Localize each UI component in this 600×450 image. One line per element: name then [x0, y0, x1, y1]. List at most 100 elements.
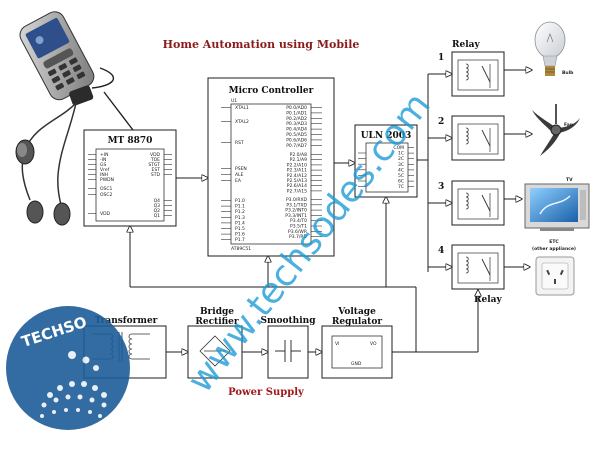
appliance-arrows [504, 70, 532, 267]
mt8870-pin-label: STD [151, 172, 161, 178]
uln2003-pin-label: COM [393, 145, 404, 151]
etc-label: ETC [549, 239, 559, 245]
micro-pin-label: P2.5/A13 [287, 178, 307, 184]
relay-coil [465, 127, 469, 145]
micro-pin-label: P1.3 [235, 215, 245, 221]
micro-controller-label: Micro Controller [229, 86, 314, 96]
mt8870-pin-label: TOE [150, 157, 160, 163]
rectifier-label-2: Rectifier [195, 317, 239, 327]
mobile-phone-icon [19, 11, 114, 101]
uln2003-pin-label: 6C [398, 179, 404, 185]
micro-pin-label: P2.2/A10 [287, 162, 307, 168]
micro-pin-label: P1.6 [235, 232, 245, 238]
micro-pin-label: RST [235, 140, 244, 146]
relay-switch [481, 194, 491, 212]
relays: 1 2 3 4 [438, 51, 505, 290]
micro-pin-label: P3.1/TXD [286, 202, 307, 208]
mt8870-pin-label: Q4 [154, 198, 161, 204]
regulator-label-2: Regulator [332, 317, 382, 327]
bulb-icon [534, 21, 566, 76]
micro-pin-label: P2.0/A8 [290, 152, 307, 158]
relay-switch [481, 129, 491, 147]
tv-icon [524, 183, 590, 231]
uln2003-pin-label: 1C [398, 151, 404, 157]
relay-number: 4 [438, 246, 444, 256]
earphones-icon [15, 85, 152, 226]
micro-ref: U1 [231, 98, 237, 104]
relay-inner [457, 252, 499, 284]
micro-pin-label: P3.0/RXD [286, 197, 308, 203]
relay-bus-lines [417, 74, 452, 272]
uln2003-pin-label: 5C [398, 173, 404, 179]
regulator-gnd: GND [351, 361, 362, 367]
micro-pin-label: P2.3/A11 [287, 168, 307, 174]
mt8870-pin-label: Q3 [154, 203, 161, 209]
micro-pin-label: P2.4/A12 [287, 173, 307, 179]
fan-label: Fan [564, 122, 573, 128]
micro-pin-label: P2.7/A15 [287, 188, 307, 194]
relay-inner [457, 188, 499, 220]
diagram-title: Home Automation using Mobile [163, 38, 360, 51]
micro-pin-label: EA [235, 178, 242, 184]
micro-pin-label: P2.6/A14 [287, 183, 307, 189]
micro-pin-label: P1.0 [235, 198, 245, 204]
mt8870-pin-label: STGT [148, 162, 160, 168]
relay-inner [457, 59, 499, 91]
micro-pin-label: P0.7/AD7 [286, 143, 307, 149]
micro-pin-label: P0.5/AD5 [286, 132, 307, 138]
relay-coil [465, 256, 469, 274]
micro-pin-label: P0.3/AD3 [286, 121, 307, 127]
power-supply-label: Power Supply [228, 387, 305, 398]
bulb-label: Bulb [562, 70, 574, 76]
relay-label-top: Relay [452, 40, 480, 50]
relay-2: 2 [438, 115, 505, 161]
uln2003-pin-label: 2C [398, 156, 404, 162]
relay-coil [465, 192, 469, 210]
micro-pin-label: P0.0/AD0 [286, 105, 307, 111]
micro-pin-label: P1.7 [235, 237, 245, 243]
micro-pin-label: P0.4/AD4 [286, 127, 307, 133]
micro-pin-label: ALE [235, 172, 244, 178]
tv-label: TV [566, 177, 573, 183]
etc-sublabel: (other appliance) [532, 246, 576, 252]
mt8870-pin-label: INH [100, 172, 108, 178]
micro-pin-label: XTAL2 [235, 119, 249, 125]
mt8870-pin-label: +IN [100, 152, 108, 158]
relay-inner [457, 123, 499, 155]
relay-4: 4 [438, 244, 505, 290]
mt8870-pin-label: EST [152, 167, 161, 173]
micro-pin-label: P1.4 [235, 220, 245, 226]
micro-pin-label: P3.6/WR [288, 229, 307, 235]
micro-pin-label: XTAL1 [235, 105, 249, 111]
uln2003-label: ULN 2003 [361, 131, 412, 141]
regulator-label-1: Voltage [337, 307, 376, 317]
micro-pin-label: P0.1/AD1 [286, 110, 307, 116]
mt8870-pin-label: VDD [100, 211, 111, 217]
mt8870-pin-label: Vref [100, 167, 110, 173]
fan-icon [532, 104, 580, 156]
mt8870-pin-label: VDD [150, 152, 161, 158]
relay-label-bottom: Relay [474, 295, 502, 305]
mt8870-pin-label: OSC1 [100, 186, 113, 192]
uln2003-pin-label: 7C [398, 184, 404, 190]
uln2003-pin-label: 3C [398, 162, 404, 168]
mt8870-label: MT 8870 [108, 136, 153, 146]
relay-switch [481, 65, 491, 83]
regulator-block: VI VO GND [321, 325, 393, 379]
micro-pin-label: P3.4/T0 [290, 218, 307, 224]
mt8870-pin-label: Q1 [154, 213, 161, 219]
relay-1: 1 [438, 51, 505, 97]
micro-pin-label: P1.1 [235, 204, 245, 210]
micro-pin-label: P1.5 [235, 226, 245, 232]
mt8870-pin-label: GS [100, 162, 106, 168]
relay-coil [465, 63, 469, 81]
relay-number: 3 [438, 182, 444, 192]
smoothing-block [267, 325, 309, 379]
smoothing-label: Smoothing [261, 316, 317, 326]
micro-pin-label: PSEN [235, 166, 247, 172]
techsodes-logo: TECHSO [6, 306, 130, 430]
